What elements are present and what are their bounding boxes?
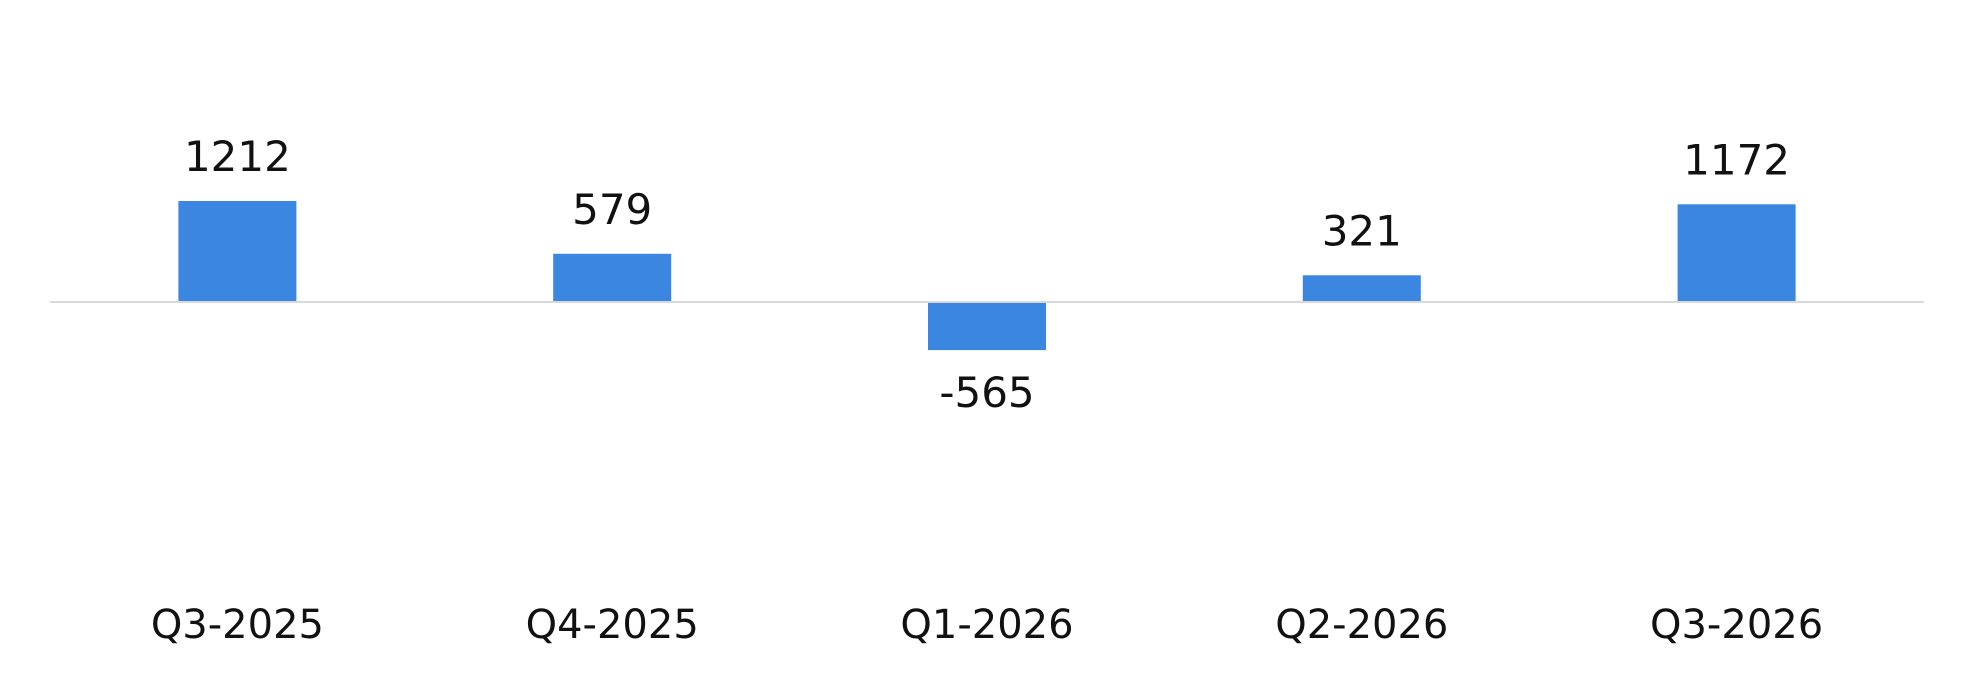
bars-layer — [178, 201, 1796, 351]
data-label-Q4-2025: 579 — [572, 185, 652, 234]
data-label-Q3-2025: 1212 — [184, 132, 291, 181]
data-label-Q1-2026: -565 — [939, 368, 1034, 417]
x-tick-label-Q3-2026: Q3-2026 — [1650, 602, 1823, 648]
x-axis-ticks-layer: Q3-2025 Q4-2025 Q1-2026 Q2-2026 Q3-2026 — [151, 602, 1823, 648]
data-label-Q2-2026: 321 — [1322, 206, 1402, 255]
bar-Q2-2026 — [1302, 275, 1421, 303]
bar-Q3-2026 — [1677, 204, 1796, 302]
x-tick-label-Q2-2026: Q2-2026 — [1275, 602, 1448, 648]
bar-Q3-2025 — [178, 201, 297, 302]
bar-Q4-2025 — [553, 253, 672, 303]
bar-Q1-2026 — [928, 303, 1046, 351]
x-tick-label-Q3-2025: Q3-2025 — [151, 602, 324, 648]
data-labels-layer: 1212 579 -565 321 1172 — [184, 132, 1790, 417]
x-tick-label-Q4-2025: Q4-2025 — [526, 602, 699, 648]
x-tick-label-Q1-2026: Q1-2026 — [900, 602, 1073, 648]
data-label-Q3-2026: 1172 — [1683, 135, 1790, 184]
